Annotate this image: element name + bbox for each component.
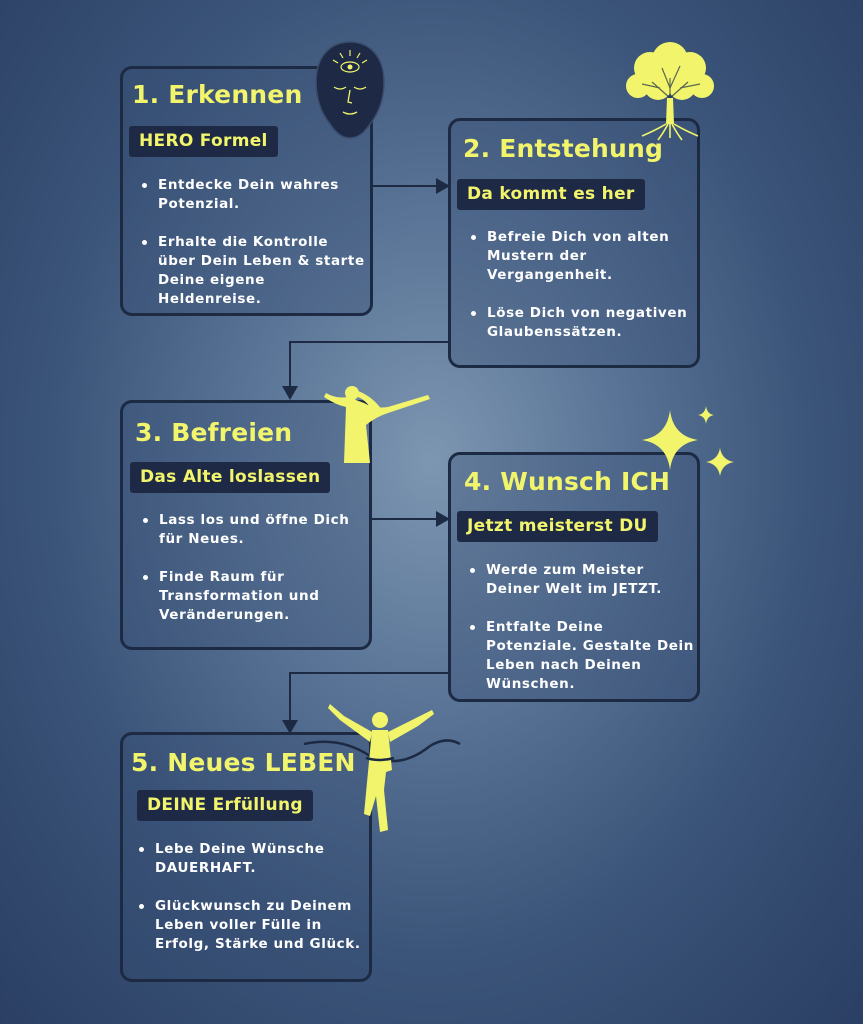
step-3-title: 3. Befreien [135,418,293,447]
step-4-bullets: Werde zum Meister Deiner Welt im JETZT. … [468,561,696,713]
step-card-5 [120,732,372,982]
arrow-2-to-3 [282,341,448,400]
step-4-title: 4. Wunsch ICH [464,467,671,496]
tree-icon [626,42,714,141]
finish-line-runner-icon [303,704,461,832]
step-3-tag: Das Alte loslassen [130,462,331,493]
step-2-bullet-2: Löse Dich von negativen Glaubenssätzen. [469,304,695,342]
step-1-title: 1. Erkennen [132,80,303,109]
step-5-bullet-2: Glückwunsch zu Deinem Leben voller Fülle… [137,897,367,954]
arrow-4-to-5 [282,672,448,734]
meditating-face-icon [315,41,385,139]
free-woman-silhouette-icon [324,386,430,463]
step-2-tag: Da kommt es her [457,179,645,210]
step-1-tag: HERO Formel [129,126,278,157]
step-3-bullets: Lass los und öffne Dich für Neues. Finde… [141,511,367,644]
step-5-bullets: Lebe Deine Wünsche DAUERHAFT. Glückwunsc… [137,840,367,973]
step-card-4 [448,452,700,702]
step-card-3 [120,400,372,650]
step-1-bullet-1: Entdecke Dein wahres Potenzial. [140,176,365,214]
step-2-title: 2. Entstehung [463,134,664,163]
step-1-bullets: Entdecke Dein wahres Potenzial. Erhalte … [140,176,365,328]
step-4-tag: Jetzt meisterst DU [457,511,658,542]
step-4-bullet-2: Entfalte Deine Potenziale. Gestalte Dein… [468,618,696,694]
step-5-tag: DEINE Erfüllung [137,790,313,821]
step-4-bullet-1: Werde zum Meister Deiner Welt im JETZT. [468,561,696,599]
sparkle-stars-icon [642,406,734,476]
step-3-bullet-1: Lass los und öffne Dich für Neues. [141,511,367,549]
step-2-bullet-1: Befreie Dich von alten Mustern der Verga… [469,228,695,285]
step-2-bullets: Befreie Dich von alten Mustern der Verga… [469,228,695,361]
step-5-bullet-1: Lebe Deine Wünsche DAUERHAFT. [137,840,367,878]
step-card-2 [448,118,700,368]
step-5-title: 5. Neues LEBEN [131,748,356,777]
step-3-bullet-2: Finde Raum für Transformation und Veränd… [141,568,367,625]
step-1-bullet-2: Erhalte die Kontrolle über Dein Leben & … [140,233,365,309]
